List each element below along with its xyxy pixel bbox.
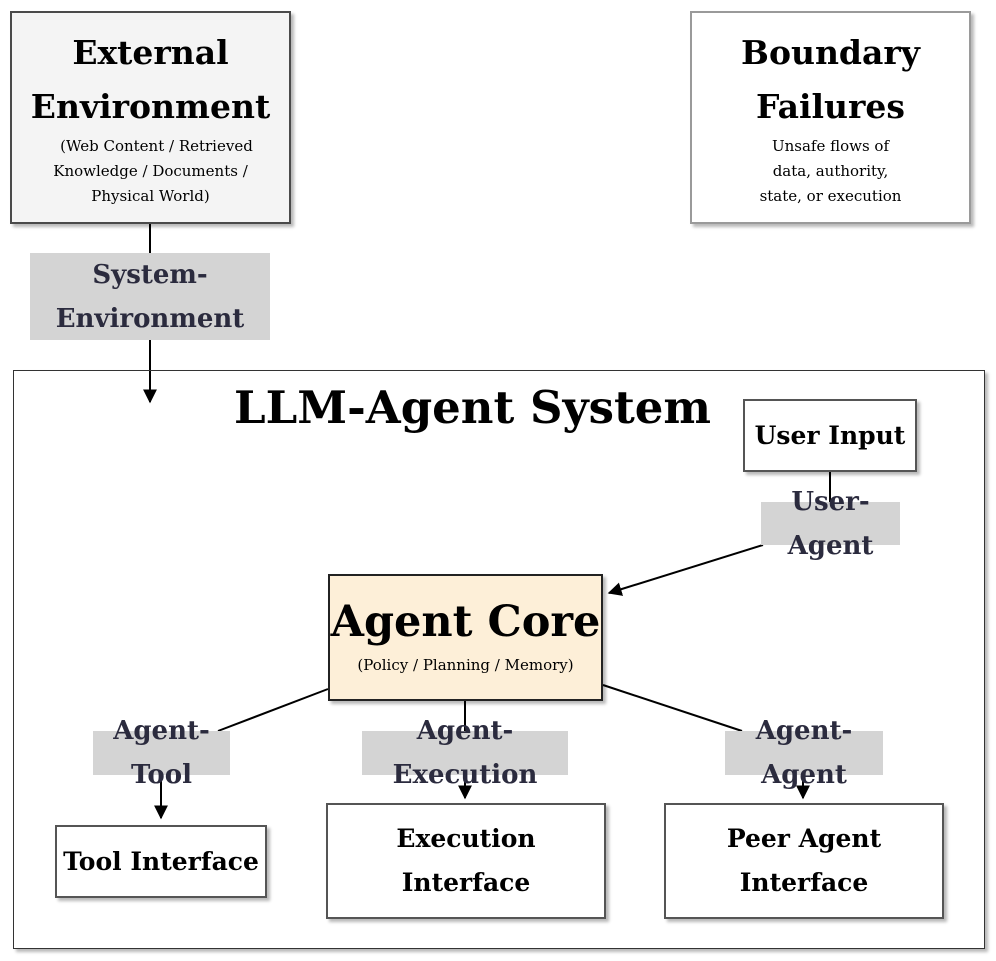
peer-interface-line2: Interface	[739, 868, 869, 897]
external-title-line1: External	[72, 33, 229, 72]
core-to-peer-line	[602, 684, 743, 732]
tool-interface-label: Tool Interface	[63, 847, 259, 876]
user-to-core-line	[607, 544, 764, 596]
agent-core-title: Agent Core	[330, 596, 601, 647]
edge-label-agent-agent: Agent-Agent	[725, 716, 883, 790]
external-title-line2: Environment	[30, 87, 271, 126]
external-detail-line2: Knowledge / Documents /	[53, 162, 248, 180]
peer-agent-interface-box: Peer Agent Interface	[664, 803, 944, 919]
agent-core-subtitle: (Policy / Planning / Memory)	[357, 655, 574, 674]
execution-interface-line1: Execution	[396, 824, 536, 853]
core-to-tool-line	[217, 688, 329, 732]
agent-core-box: Agent Core (Policy / Planning / Memory)	[328, 574, 603, 701]
user-input-box: User Input	[743, 399, 917, 472]
boundary-title-line2: Failures	[755, 87, 906, 126]
boundary-detail-line1: Unsafe flows of	[771, 137, 890, 155]
edge-label-agent-tool: Agent-Tool	[93, 716, 230, 790]
peer-interface-line1: Peer Agent	[726, 824, 882, 853]
boundary-detail-line2: data, authority,	[772, 162, 889, 180]
system-environment-line1: System-	[92, 259, 208, 290]
user-input-label: User Input	[754, 421, 906, 450]
edge-label-system-environment: System- Environment	[30, 253, 270, 340]
execution-interface-line2: Interface	[401, 868, 531, 897]
system-title: LLM-Agent System	[234, 381, 711, 434]
execution-interface-box: Execution Interface	[326, 803, 606, 919]
llm-agent-system-container	[13, 370, 985, 949]
boundary-title-line1: Boundary	[741, 33, 920, 72]
external-detail-line1: (Web Content / Retrieved	[60, 137, 253, 155]
edge-label-user-agent: User-Agent	[761, 487, 900, 561]
boundary-failures-box: Boundary Failures Unsafe flows of data, …	[690, 11, 971, 224]
external-detail-line3: Physical World)	[91, 187, 210, 205]
boundary-detail-line3: state, or execution	[759, 187, 902, 205]
edge-label-agent-execution: Agent-Execution	[362, 716, 568, 790]
system-environment-line2: Environment	[55, 303, 245, 334]
tool-interface-box: Tool Interface	[55, 825, 267, 898]
external-environment-box: External Environment (Web Content / Retr…	[10, 11, 291, 224]
